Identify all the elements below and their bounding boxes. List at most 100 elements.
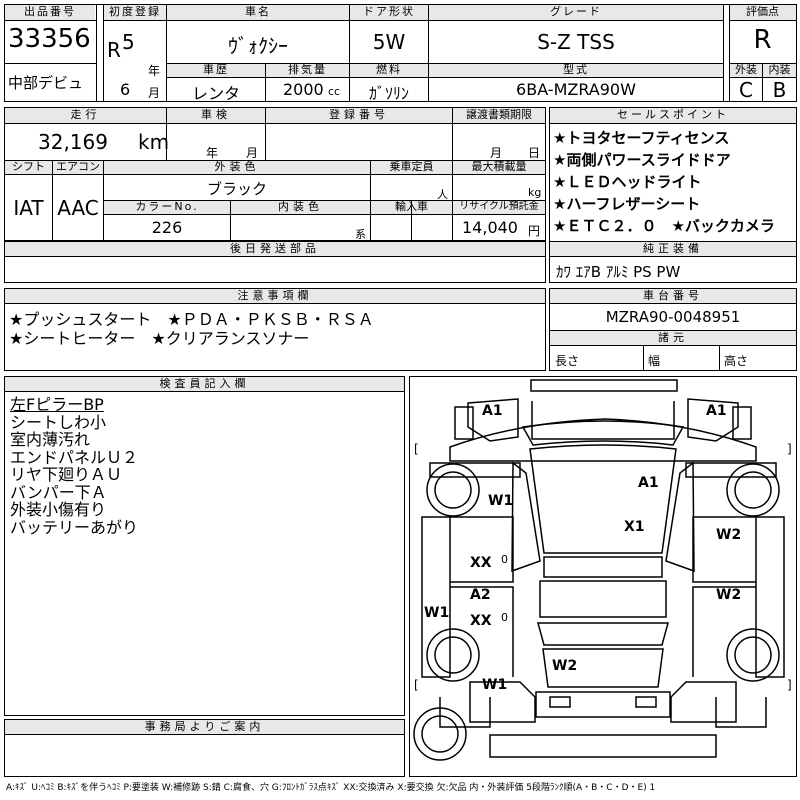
transfer-deadline-label: 譲渡書類期限 [466,108,532,121]
mark-w2-rear: W2 [552,658,577,674]
legend-footer: A:ｷｽﾞ U:ﾍｺﾐ B:ｷｽﾞを伴うﾍｺﾐ P:要塗装 W:補修跡 S:錆 … [6,783,656,793]
interior-score: B [772,78,787,102]
sales-point-1: ★トヨタセーフティセンス [553,129,730,147]
genuine-equipment-title: 純正装備 [643,242,703,255]
transfer-day-unit: 日 [528,146,541,160]
lot-number: 33356 [8,24,91,54]
bracket-left-2: [ [414,678,419,692]
inspection-month-unit: 月 [246,146,259,160]
displacement-label: 排気量 [288,63,327,76]
height-label: 高さ [724,354,749,368]
bracket-right-1: ] [787,442,792,456]
inspector-panel [4,376,405,716]
capacity-label: 乗車定員 [389,160,434,173]
first-registration-label: 初度登録 [109,5,161,18]
width-label: 幅 [648,354,661,368]
lot-number-label: 出品番号 [24,5,76,18]
displacement-unit: cc [328,85,341,98]
note-line-1: ★プッシュスタート ★ＰＤＡ・ＰＫＳＢ・ＲＳＡ [9,310,374,329]
score-label: 評価点 [746,5,779,18]
bracket-right-2: ] [787,678,792,692]
mark-xx-left2: XX [470,613,492,629]
mark-a1-left: A1 [482,403,503,419]
registration-year: 5 [122,30,135,54]
exterior-color-value: ブラック [206,180,267,198]
shift-value: IAT [13,196,44,220]
mileage-label: 走行 [70,108,101,121]
inspector-title: 検査員記入欄 [159,377,250,390]
later-parts-label: 後日発送部品 [230,242,320,255]
sales-point-3: ★ＬＥＤヘッドライト [553,173,702,191]
inspector-line-7: 外装小傷有り [10,500,107,519]
model-label: 車名 [245,5,271,18]
mark-o2: 0 [501,611,508,624]
registration-month: 6 [120,80,131,99]
car-diagram-panel: A1 A1 A1 W1 X1 W2 XX 0 A2 W2 XX 0 W1 W2 … [409,376,797,777]
sales-points-title: セールスポイント [617,108,729,121]
length-label: 長さ [555,354,580,368]
mark-a1-hood: A1 [638,475,659,491]
history-value: レンタ [191,84,240,103]
fuel-label: 燃料 [376,63,402,76]
inspector-line-6: バンパー下Ａ [10,482,107,502]
bracket-left-1: [ [414,442,419,456]
year-unit: 年 [148,64,161,78]
color-number-value: 226 [151,218,183,237]
max-load-unit: kg [528,186,542,199]
inspector-line-8: バッテリーあがり [10,517,139,537]
registration-number-label: 登録番号 [329,108,389,121]
exterior-color-label: 外装色 [214,160,260,173]
import-label: 輸入車 [395,200,428,213]
month-unit: 月 [148,86,161,100]
ac-label: エアコン [56,160,100,173]
shift-label: シフト [12,160,45,173]
chassis-number: MZRA90-0048951 [605,308,741,326]
interior-color-label: 内装色 [278,200,323,213]
max-load-label: 最大積載量 [471,160,527,173]
inspector-line-4: エンドパネルＵ２ [10,447,139,467]
door-type: 5W [372,30,406,54]
fuel-value: ｶﾞｿﾘﾝ [368,84,409,103]
grade-label: グレード [550,5,602,18]
inspection-year-unit: 年 [206,146,219,160]
mark-w1-left: W1 [424,605,449,621]
mark-a2: A2 [470,587,491,603]
mark-w1-rear: W1 [482,677,507,693]
mark-w1-front: W1 [488,493,513,509]
type-label: 型式 [563,63,589,76]
recycle-value: 14,040 [462,218,518,237]
mark-o1: 0 [501,553,508,566]
inspector-line-1: 左FピラーBP [10,395,104,414]
car-diagram: A1 A1 A1 W1 X1 W2 XX 0 A2 W2 XX 0 W1 W2 … [413,379,792,761]
recycle-label: リサイクル預託金 [459,201,539,212]
era-letter: R [107,38,121,62]
capacity-unit: 人 [437,188,448,201]
overall-score: R [753,25,772,55]
office-title: 事務局よりご案内 [144,720,265,733]
inspection-label: 車検 [201,108,231,121]
interior-color-unit: 系 [355,228,366,241]
door-label: ドア形状 [363,5,415,18]
model-name: ｳﾞｫｸｼｰ [228,34,288,58]
mileage-value: 32,169 [38,130,108,154]
history-label: 車歴 [203,63,229,76]
color-number-label: カラーNo. [135,200,199,213]
ac-value: AAC [57,196,99,220]
mark-w2-right2: W2 [716,587,741,603]
mark-w2-right: W2 [716,527,741,543]
sales-point-4: ★ハーフレザーシート [553,195,701,213]
displacement-value: 2000 [283,80,324,99]
exterior-label: 外装 [735,63,757,76]
mark-xx-left: XX [470,555,492,571]
transfer-month-unit: 月 [490,146,503,160]
debut-label: 中部デビュ [8,74,84,92]
exterior-score: C [739,78,753,102]
inspector-line-5: リヤ下廻りＡＵ [10,465,123,484]
sales-point-5: ★ＥＴＣ２．０ ★バックカメラ [553,217,775,235]
dims-title: 諸元 [658,331,688,344]
genuine-equipment-value: ｶﾜ ｴｱB ｱﾙﾐ PS PW [556,263,681,281]
notes-title: 注意事項欄 [237,289,313,302]
mark-x1: X1 [624,519,645,535]
interior-label: 内装 [768,63,791,76]
recycle-unit: 円 [528,224,541,238]
